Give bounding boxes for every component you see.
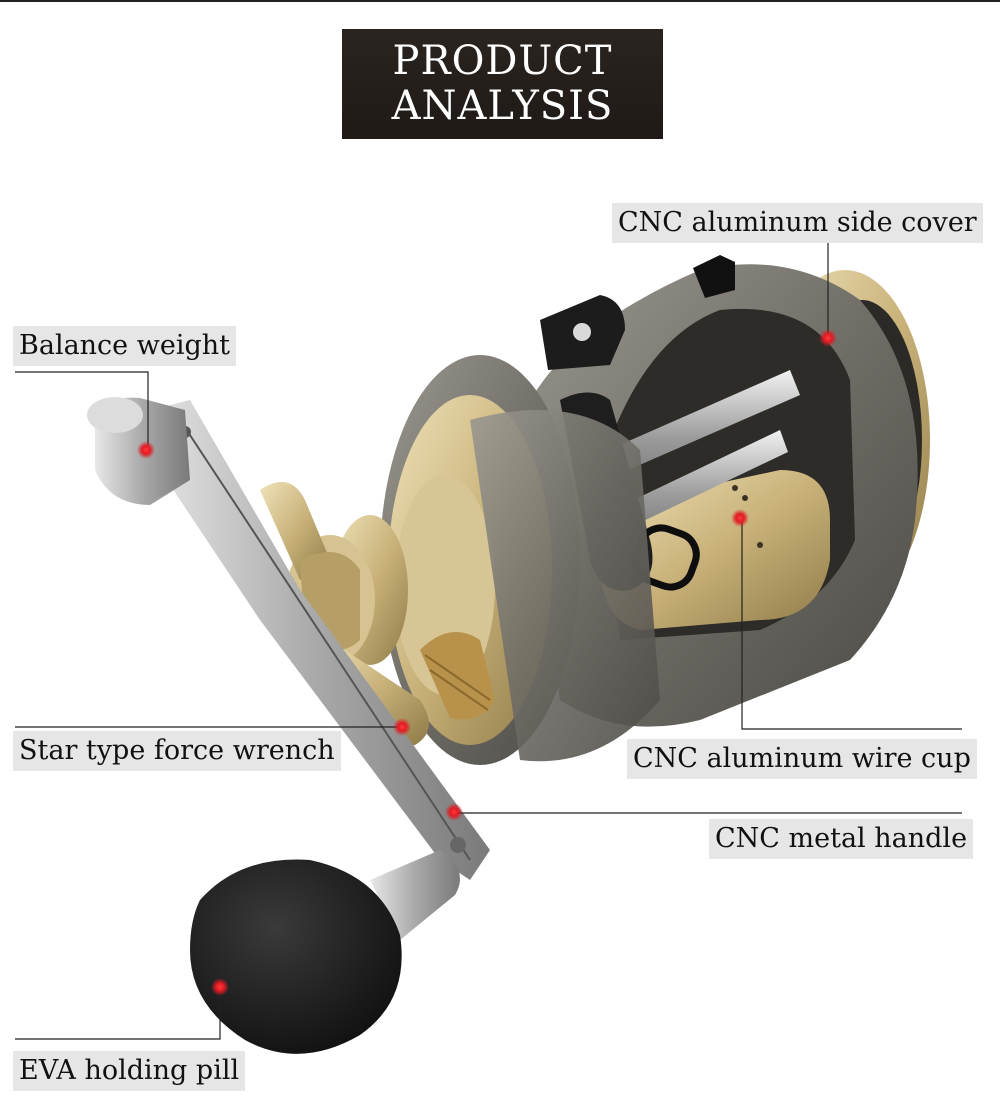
callout-side-cover: CNC aluminum side cover bbox=[612, 203, 983, 243]
leader-balance-weight bbox=[15, 371, 149, 450]
title-line-1: PRODUCT bbox=[392, 38, 613, 84]
leader-wire-cup bbox=[741, 520, 962, 730]
marker-metal-handle bbox=[445, 803, 463, 821]
title-line-2: ANALYSIS bbox=[391, 83, 614, 129]
eva-grip bbox=[190, 850, 460, 1054]
drag-housing bbox=[260, 482, 495, 746]
markers bbox=[137, 329, 837, 996]
callout-eva-pill: EVA holding pill bbox=[13, 1051, 246, 1091]
reel-body bbox=[380, 255, 930, 765]
callout-wire-cup: CNC aluminum wire cup bbox=[627, 739, 977, 779]
callout-metal-handle: CNC metal handle bbox=[709, 819, 974, 859]
callout-star-wrench: Star type force wrench bbox=[13, 731, 341, 771]
callout-balance-weight: Balance weight bbox=[13, 326, 236, 366]
marker-balance-weight bbox=[137, 441, 155, 459]
marker-wire-cup bbox=[731, 509, 749, 527]
leader-eva-pill bbox=[15, 988, 221, 1040]
title-banner: PRODUCT ANALYSIS bbox=[342, 29, 663, 139]
marker-side-cover bbox=[819, 329, 837, 347]
marker-star-wrench bbox=[393, 718, 411, 736]
marker-eva-pill bbox=[211, 978, 229, 996]
top-border-line bbox=[0, 0, 1000, 2]
